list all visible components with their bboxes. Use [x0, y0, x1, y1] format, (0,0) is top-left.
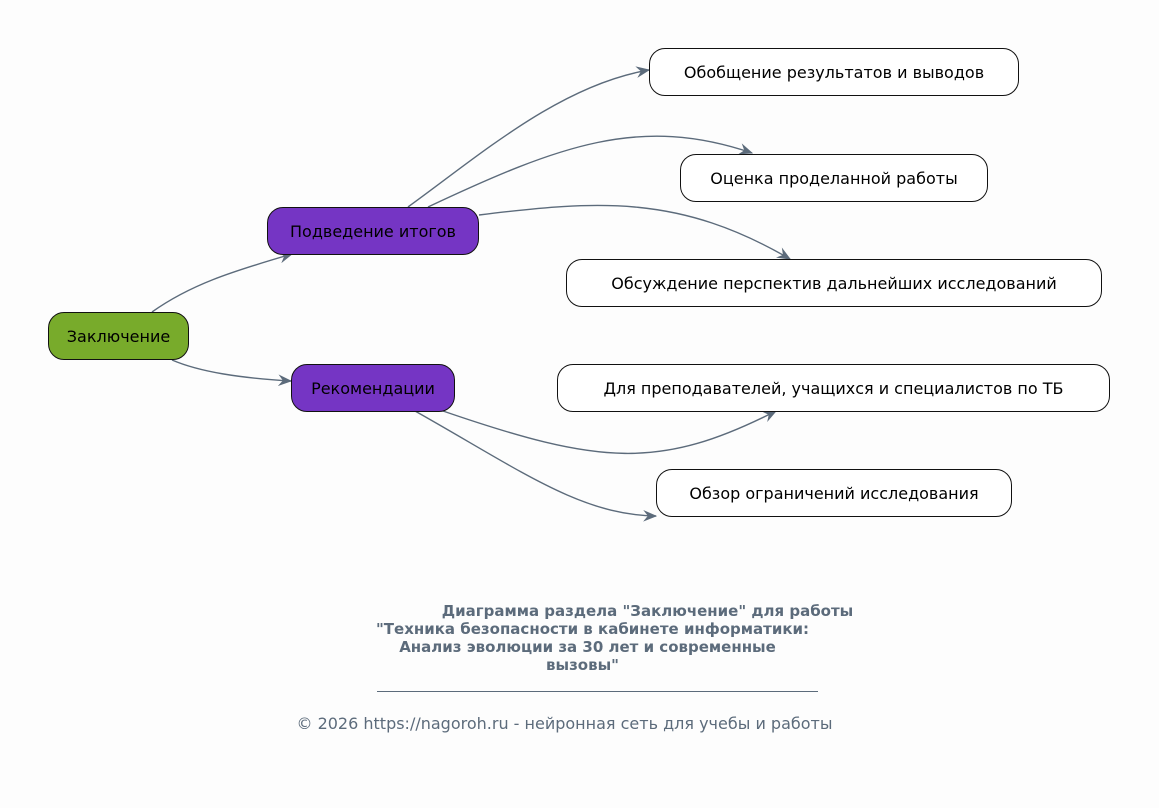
edge-summary-generalization — [407, 66, 651, 208]
divider — [377, 691, 818, 692]
node-audience: Для преподавателей, учащихся и специалис… — [557, 364, 1110, 412]
node-limitations: Обзор ограничений исследования — [656, 469, 1012, 517]
node-label: Обсуждение перспектив дальнейших исследо… — [611, 273, 1057, 293]
edge-summary-perspectives — [478, 204, 792, 260]
node-generalization: Обобщение результатов и выводов — [649, 48, 1019, 96]
edge-root-summary — [151, 251, 294, 313]
node-label: Рекомендации — [311, 378, 435, 398]
edge-recommendations-audience — [442, 410, 778, 455]
footer-copyright: © 2026 https://nagoroh.ru - нейронная се… — [296, 714, 833, 733]
edge-recommendations-limitations — [414, 410, 658, 522]
edge-root-recommendations — [171, 359, 293, 387]
node-evaluation: Оценка проделанной работы — [680, 154, 988, 202]
node-perspectives: Обсуждение перспектив дальнейших исследо… — [566, 259, 1102, 307]
node-recommendations: Рекомендации — [291, 364, 455, 412]
node-root: Заключение — [48, 312, 189, 360]
diagram-title: Диаграмма раздела "Заключение" для работ… — [290, 602, 905, 674]
node-label: Подведение итогов — [290, 221, 456, 241]
node-label: Заключение — [66, 326, 171, 346]
title-line: "Техника безопасности в кабинете информа… — [375, 620, 810, 638]
node-label: Обзор ограничений исследования — [689, 483, 979, 503]
node-label: Оценка проделанной работы — [710, 168, 958, 188]
node-label: Обобщение результатов и выводов — [683, 62, 985, 82]
node-summary: Подведение итогов — [267, 207, 479, 255]
title-line: вызовы" — [546, 656, 619, 674]
node-label: Для преподавателей, учащихся и специалис… — [603, 378, 1064, 398]
edge-summary-evaluation — [427, 135, 754, 208]
title-line: Диаграмма раздела "Заключение" для работ… — [441, 602, 854, 620]
title-line: Анализ эволюции за 30 лет и современные — [399, 638, 776, 656]
